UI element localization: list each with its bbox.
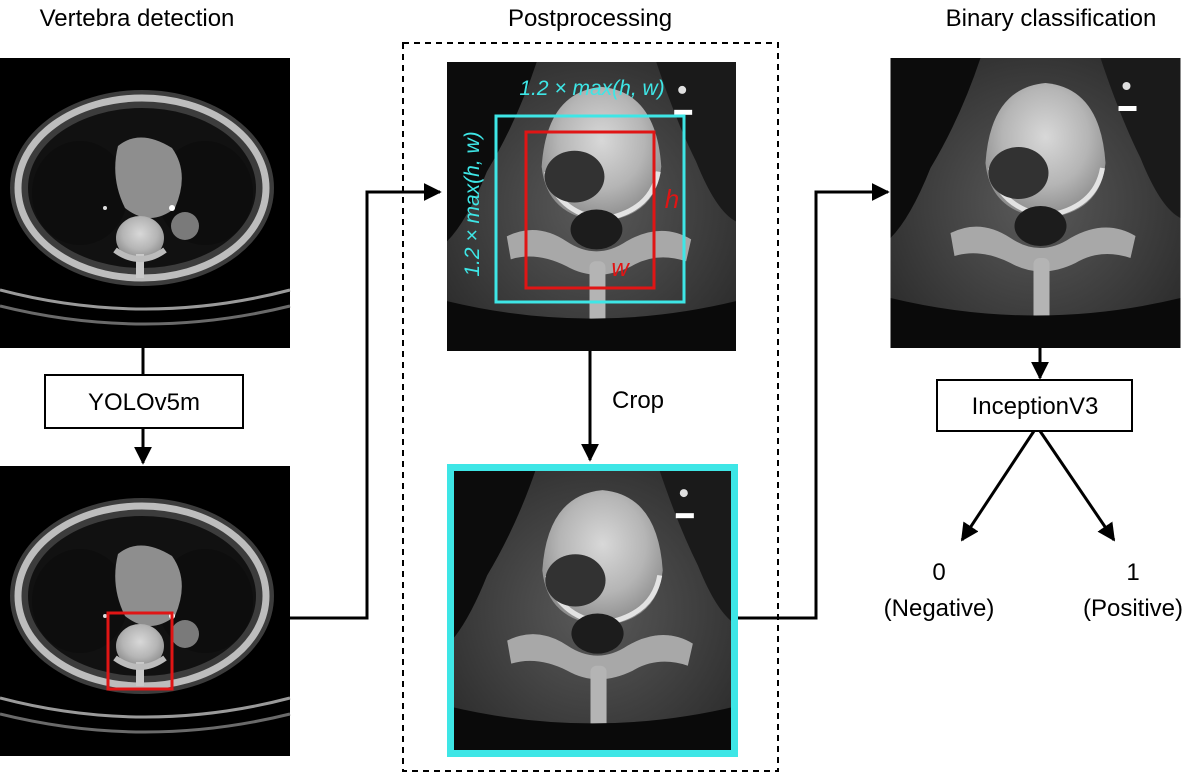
expanded-bbox [494, 114, 686, 304]
ct-input-image [0, 58, 290, 348]
heading-postprocessing: Postprocessing [508, 5, 672, 32]
crop-label: Crop [612, 387, 664, 414]
expanded-width-label: 1.2 × max(h, w) [519, 77, 664, 100]
yolov5m-label: YOLOv5m [88, 389, 200, 416]
crop-border [447, 464, 738, 757]
heading-vertebra-detection: Vertebra detection [40, 5, 235, 32]
postprocessing-container [402, 42, 779, 772]
inceptionv3-label: InceptionV3 [972, 393, 1099, 420]
negative-label: (Negative) [884, 595, 995, 622]
detection-bbox [106, 611, 174, 691]
bbox-height-label: h [665, 184, 679, 214]
expanded-height-label: 1.2 × max(h, w) [461, 131, 484, 276]
ct-bbox-expansion-image [447, 62, 736, 351]
positive-label: (Positive) [1083, 595, 1183, 622]
arrow-to-postprocessing [290, 183, 442, 620]
inceptionv3-box [936, 379, 1133, 432]
arrow-to-classification [738, 183, 890, 620]
positive-value: 1 [1126, 559, 1139, 586]
cropped-vertebra-image [447, 464, 738, 757]
original-bbox [524, 130, 656, 290]
ct-detection-image [0, 466, 290, 756]
classification-input-image [891, 58, 1181, 348]
heading-binary-classification: Binary classification [946, 5, 1157, 32]
bbox-width-label: w [611, 255, 630, 282]
negative-value: 0 [932, 559, 945, 586]
arrow-to-negative [960, 430, 1036, 542]
arrow-to-positive [1038, 430, 1116, 542]
